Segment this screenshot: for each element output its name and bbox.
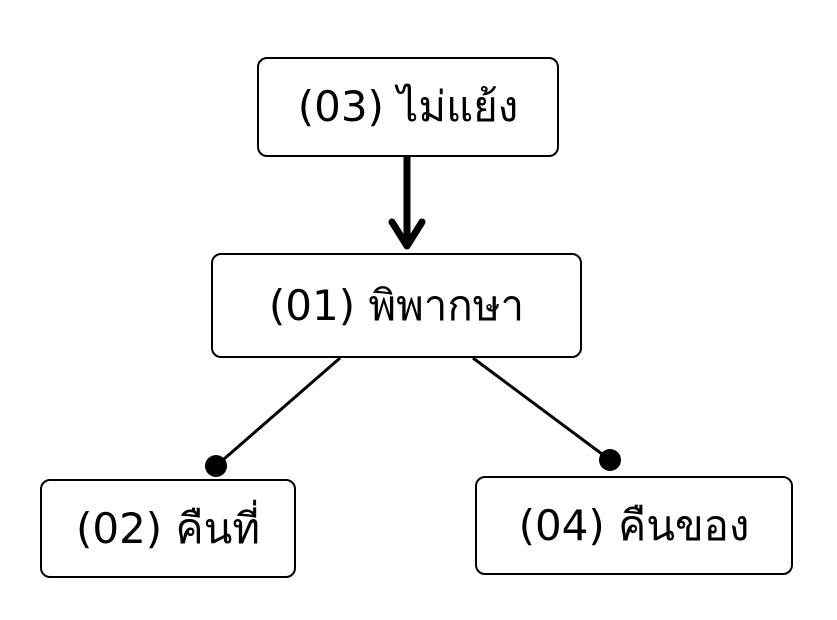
node-01-judgment[interactable]: (01) พิพากษา [211,253,582,358]
node-02-return-land[interactable]: (02) คืนที่ [40,479,296,578]
node-03-label: (03) ไม่แย้ง [297,82,519,131]
edge-01-to-04 [472,356,611,462]
dot-end-01-to-04 [599,449,621,471]
edge-01-to-02 [215,356,341,468]
node-04-return-property[interactable]: (04) คืนของ [475,476,793,575]
arrowhead-03-to-01 [388,218,426,250]
node-03-not-contested[interactable]: (03) ไม่แย้ง [257,57,559,157]
node-04-label: (04) คืนของ [518,500,750,550]
dot-end-01-to-02 [205,455,227,477]
node-02-label: (02) คืนที่ [75,503,261,553]
node-01-label: (01) พิพากษา [268,280,525,330]
